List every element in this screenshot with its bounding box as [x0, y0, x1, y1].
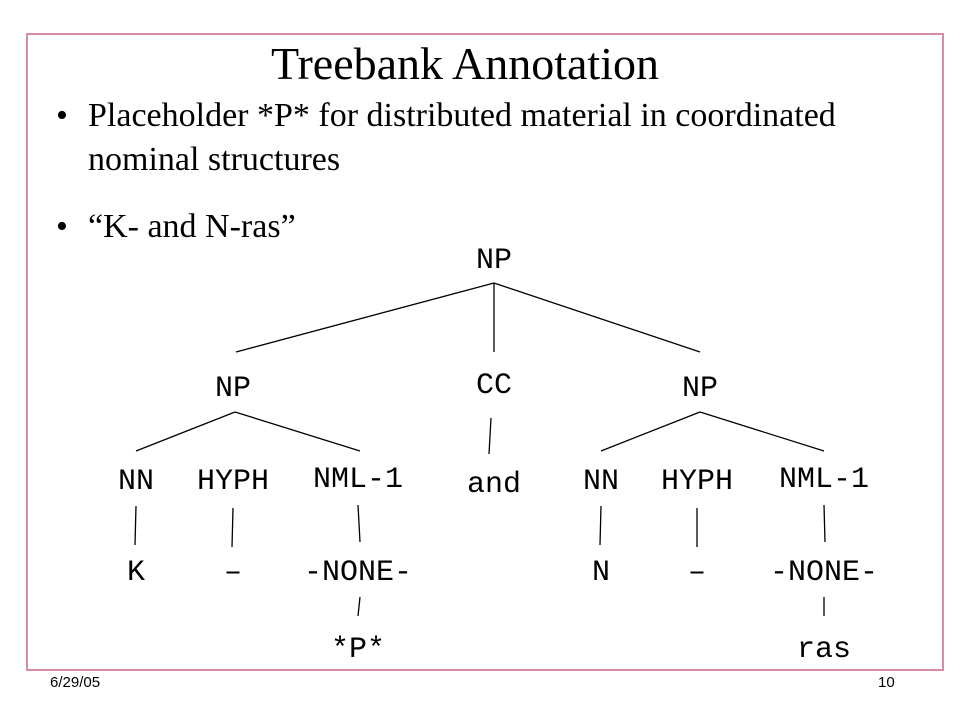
- edge-cc-and: [488, 417, 492, 455]
- node-left-hyph: HYPH: [197, 465, 269, 499]
- left-nml-index: -1: [367, 463, 403, 497]
- edge-left-nn-k: [134, 505, 137, 546]
- edge-left-np-nml: [234, 411, 361, 452]
- node-root-np: NP: [476, 244, 512, 278]
- slide-frame: [26, 33, 944, 671]
- slide-title: Treebank Annotation: [271, 38, 659, 89]
- right-nml-label: NML: [779, 463, 833, 497]
- left-nml-label: NML: [313, 463, 367, 497]
- edge-left-hyph-dash: [231, 507, 234, 548]
- edge-root-left-np: [235, 282, 495, 353]
- bullet-item-2: • “K- and N-ras”: [56, 205, 916, 249]
- node-left-nml: NML-1: [313, 463, 403, 497]
- node-right-nn: NN: [583, 465, 619, 499]
- leaf-ras: ras: [797, 633, 851, 667]
- node-cc: CC: [476, 369, 512, 403]
- node-left-none: -NONE-: [304, 556, 412, 590]
- edge-left-np-nn: [135, 411, 236, 452]
- edge-left-none-p: [357, 596, 361, 617]
- slide-date: 6/29/05: [50, 674, 101, 691]
- node-right-hyph: HYPH: [661, 465, 733, 499]
- bullet-item-1: • Placeholder *P* for distributed materi…: [56, 94, 916, 182]
- slide-page-number: 10: [878, 674, 895, 691]
- bullet-text-2: “K- and N-ras”: [88, 208, 296, 245]
- right-nml-index: -1: [833, 463, 869, 497]
- edge-right-nml-none: [823, 504, 826, 543]
- edge-left-nml-none: [357, 504, 361, 543]
- bullet-dot: •: [56, 208, 68, 245]
- bullet-text-1: Placeholder *P* for distributed material…: [88, 97, 836, 178]
- node-right-np: NP: [682, 372, 718, 406]
- leaf-placeholder-p: *P*: [331, 633, 385, 667]
- node-left-np: NP: [215, 372, 251, 406]
- leaf-and: and: [467, 468, 521, 502]
- node-right-nml: NML-1: [779, 463, 869, 497]
- leaf-left-dash: –: [224, 556, 242, 590]
- edge-right-nn-n: [599, 505, 602, 546]
- node-left-nn: NN: [118, 465, 154, 499]
- leaf-k: K: [127, 556, 145, 590]
- edge-root-right-np: [493, 282, 701, 353]
- bullet-dot: •: [56, 97, 68, 134]
- edge-right-np-nn: [600, 411, 701, 452]
- leaf-n: N: [592, 556, 610, 590]
- node-right-none: -NONE-: [770, 556, 878, 590]
- edge-right-np-nml: [699, 411, 825, 452]
- leaf-right-dash: –: [688, 556, 706, 590]
